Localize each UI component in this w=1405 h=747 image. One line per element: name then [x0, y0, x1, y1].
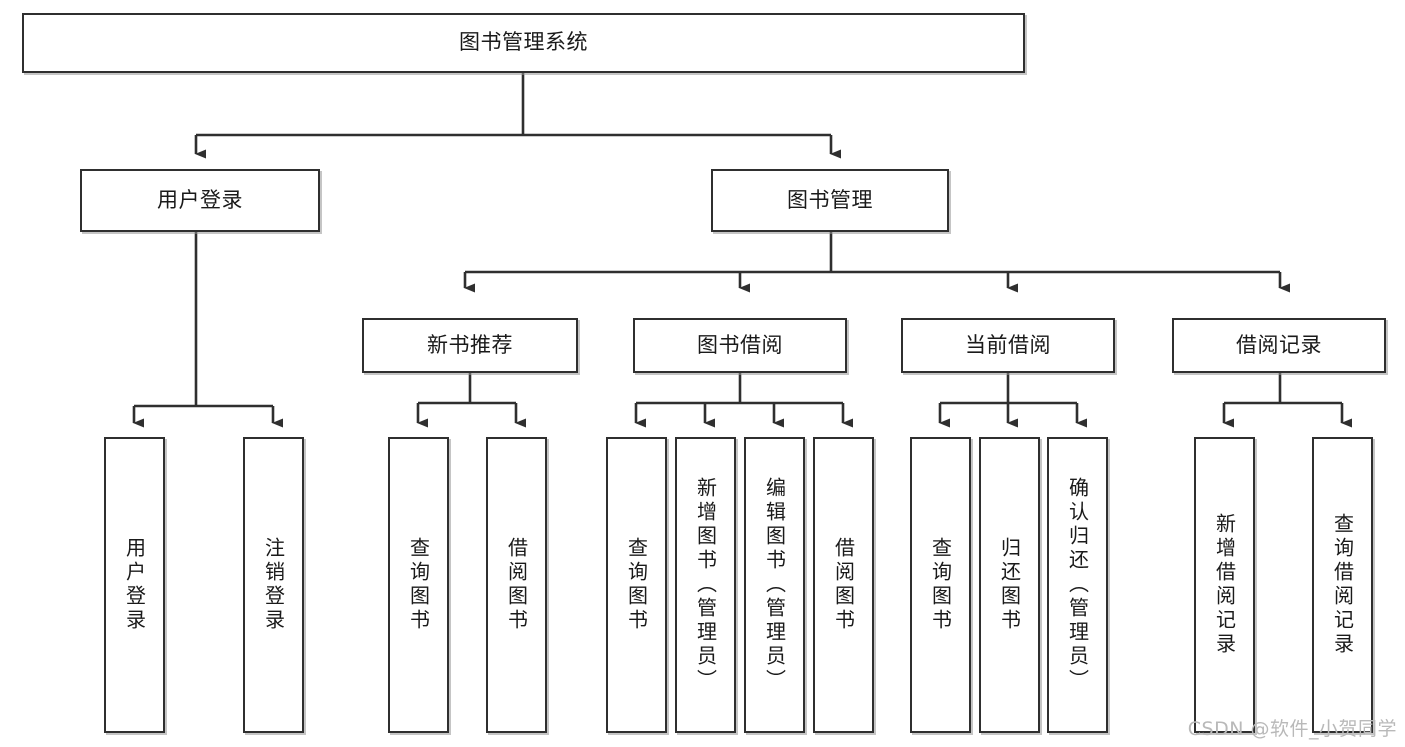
leaf-query-book-current[interactable]: 查询图书: [910, 437, 971, 733]
leaf-add-book-admin[interactable]: 新增图书（管理员）: [675, 437, 736, 733]
leaf-borrow-book-new[interactable]: 借阅图书: [486, 437, 547, 733]
node-book-borrow[interactable]: 图书借阅: [633, 318, 847, 373]
leaf-logout-label: 注销登录: [261, 537, 286, 633]
leaf-query-borrow-record[interactable]: 查询借阅记录: [1312, 437, 1373, 733]
leaf-logout[interactable]: 注销登录: [243, 437, 304, 733]
node-book-management[interactable]: 图书管理: [711, 169, 949, 232]
leaf-query-book-new-label: 查询图书: [406, 537, 431, 633]
leaf-confirm-return-admin-label: 确认归还（管理员）: [1065, 477, 1090, 693]
node-book-management-label: 图书管理: [787, 187, 873, 212]
node-root-label: 图书管理系统: [459, 30, 588, 55]
leaf-add-borrow-record-label: 新增借阅记录: [1212, 513, 1237, 657]
leaf-user-login[interactable]: 用户登录: [104, 437, 165, 733]
leaf-borrow-book-new-label: 借阅图书: [504, 537, 529, 633]
leaf-query-book-current-label: 查询图书: [928, 537, 953, 633]
leaf-borrow-book-label: 借阅图书: [831, 537, 856, 633]
node-current-borrow[interactable]: 当前借阅: [901, 318, 1115, 373]
leaf-add-borrow-record[interactable]: 新增借阅记录: [1194, 437, 1255, 733]
leaf-query-book-borrow-label: 查询图书: [624, 537, 649, 633]
node-current-borrow-label: 当前借阅: [965, 332, 1051, 357]
node-new-book-recommend-label: 新书推荐: [427, 332, 513, 357]
node-borrow-records-label: 借阅记录: [1236, 332, 1322, 357]
node-book-borrow-label: 图书借阅: [697, 332, 783, 357]
leaf-return-book[interactable]: 归还图书: [979, 437, 1040, 733]
node-user-login[interactable]: 用户登录: [80, 169, 320, 232]
leaf-edit-book-admin-label: 编辑图书（管理员）: [762, 477, 787, 693]
node-root[interactable]: 图书管理系统: [22, 13, 1025, 73]
leaf-query-borrow-record-label: 查询借阅记录: [1330, 513, 1355, 657]
leaf-user-login-label: 用户登录: [122, 537, 147, 633]
leaf-confirm-return-admin[interactable]: 确认归还（管理员）: [1047, 437, 1108, 733]
leaf-query-book-borrow[interactable]: 查询图书: [606, 437, 667, 733]
leaf-edit-book-admin[interactable]: 编辑图书（管理员）: [744, 437, 805, 733]
node-user-login-label: 用户登录: [157, 187, 243, 212]
node-new-book-recommend[interactable]: 新书推荐: [362, 318, 578, 373]
leaf-query-book-new[interactable]: 查询图书: [388, 437, 449, 733]
leaf-borrow-book[interactable]: 借阅图书: [813, 437, 874, 733]
leaf-add-book-admin-label: 新增图书（管理员）: [693, 477, 718, 693]
leaf-return-book-label: 归还图书: [997, 537, 1022, 633]
node-borrow-records[interactable]: 借阅记录: [1172, 318, 1386, 373]
